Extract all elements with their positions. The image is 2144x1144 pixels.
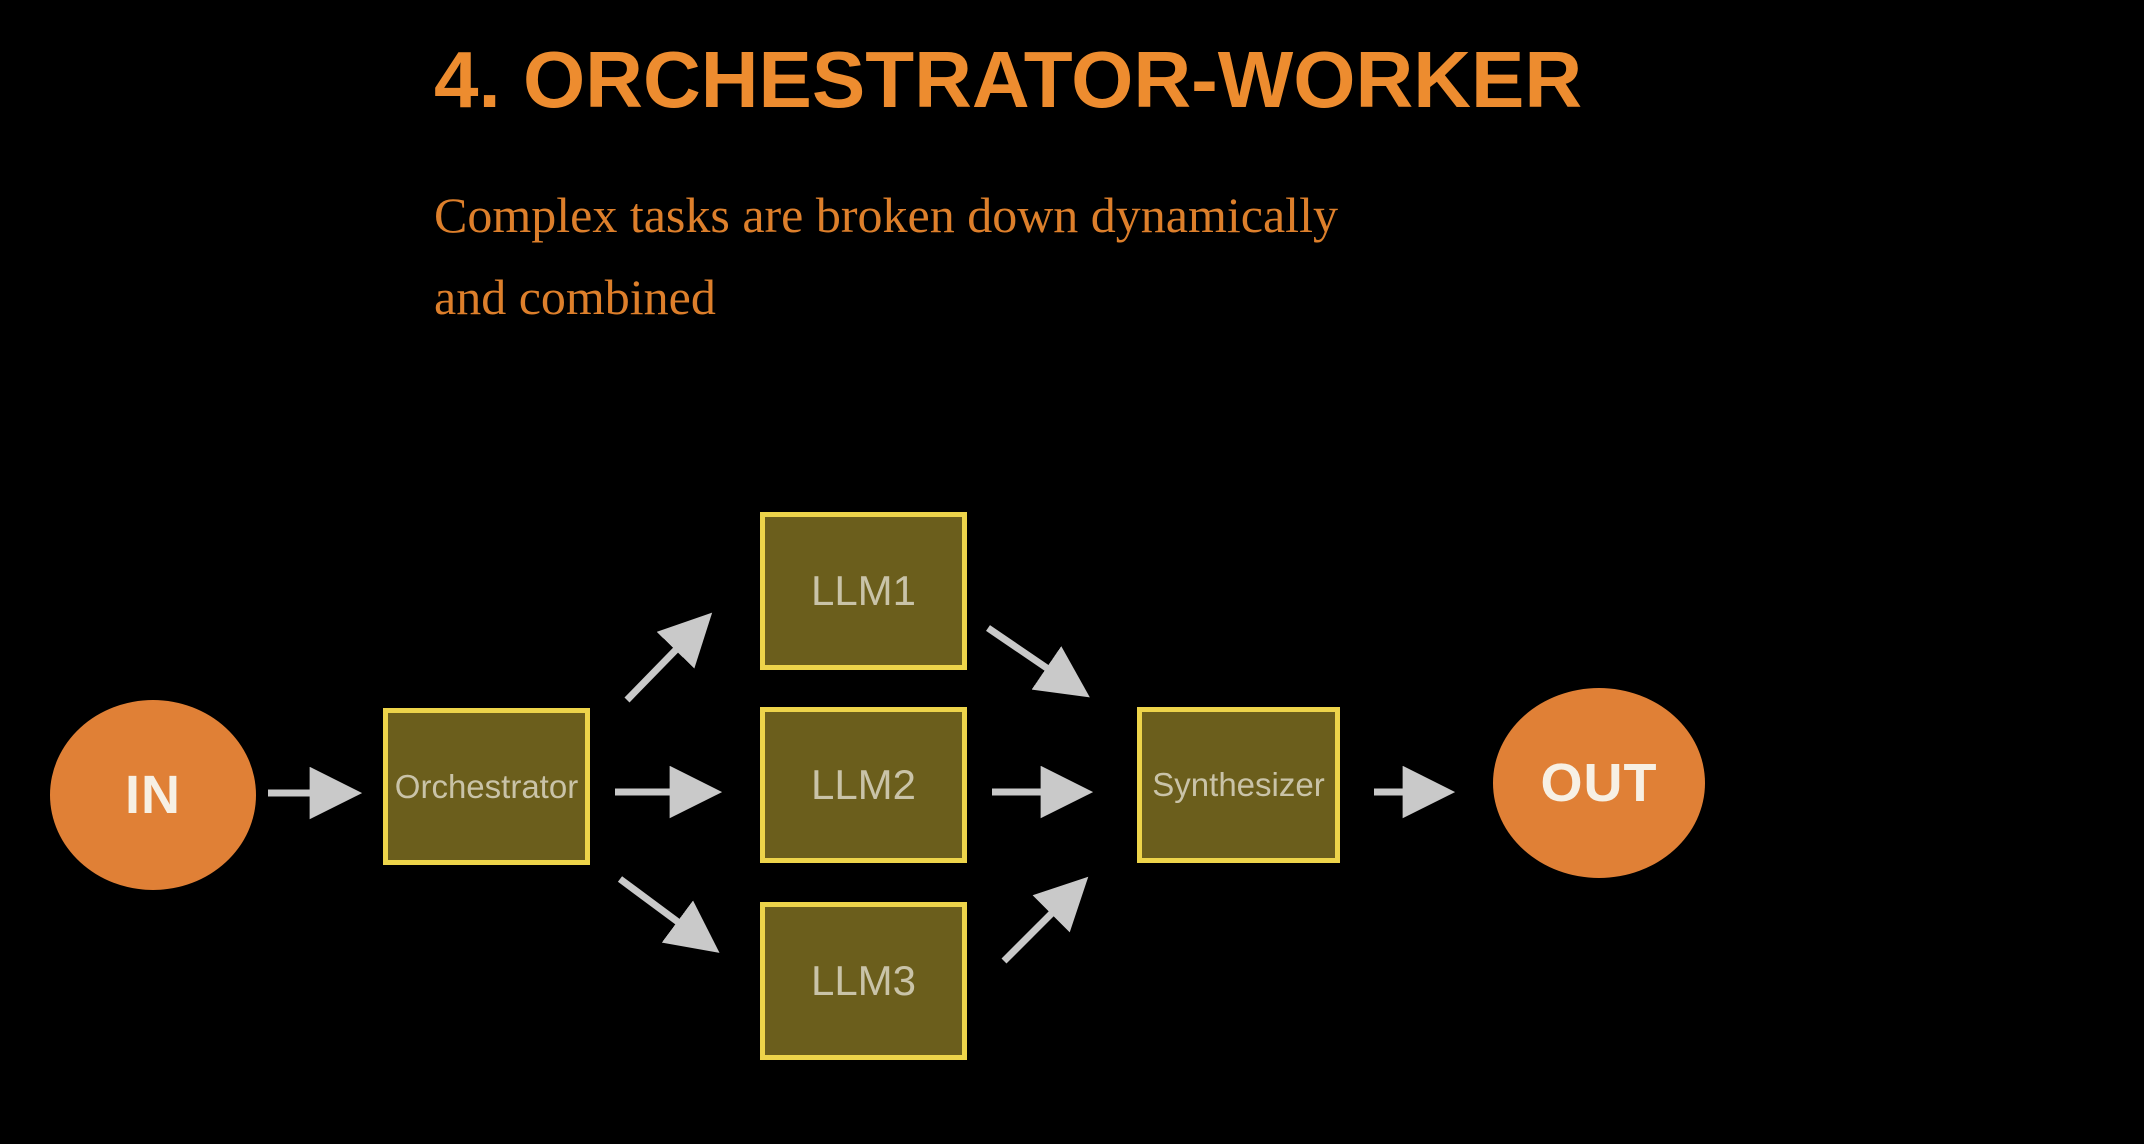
node-out: OUT xyxy=(1493,688,1705,878)
node-llm3-label: LLM3 xyxy=(810,957,917,1004)
node-synthesizer-label: Synthesizer xyxy=(1152,766,1325,803)
node-llm2: LLM2 xyxy=(760,707,967,863)
node-llm1: LLM1 xyxy=(760,512,967,670)
slide-subtitle-line-1: Complex tasks are broken down dynamicall… xyxy=(434,187,1338,243)
arrow-orchestrator-to-llm3 xyxy=(617,876,720,953)
slide-subtitle: Complex tasks are broken down dynamicall… xyxy=(434,174,1834,338)
node-out-label: OUT xyxy=(1540,753,1658,813)
arrow-llm1-to-synthesizer xyxy=(986,625,1090,698)
node-in: IN xyxy=(50,700,256,890)
node-orchestrator: Orchestrator xyxy=(383,708,590,865)
node-llm1-label: LLM1 xyxy=(810,567,917,614)
arrow-llm3-to-synthesizer xyxy=(1001,876,1089,964)
slide-subtitle-line-2: and combined xyxy=(434,269,716,325)
node-orchestrator-label: Orchestrator xyxy=(394,767,579,805)
node-synthesizer: Synthesizer xyxy=(1137,707,1340,863)
slide-header: 4. ORCHESTRATOR-WORKER Complex tasks are… xyxy=(434,40,1834,338)
node-in-label: IN xyxy=(125,765,181,825)
node-llm3: LLM3 xyxy=(760,902,967,1060)
slide-title: 4. ORCHESTRATOR-WORKER xyxy=(434,35,1583,124)
arrow-orchestrator-to-llm1 xyxy=(624,612,713,703)
node-llm2-label: LLM2 xyxy=(810,761,917,808)
